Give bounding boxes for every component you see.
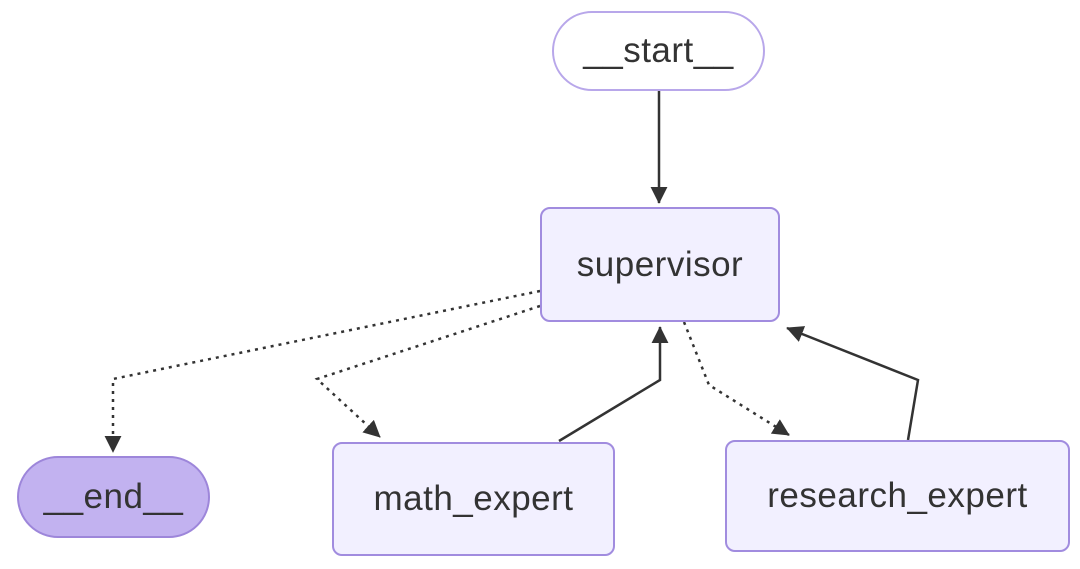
node-supervisor-label: supervisor [576,244,744,284]
node-research-expert-label: research_expert [767,476,1028,515]
node-math-expert-label: math_expert [373,479,574,518]
edge-supervisor-to-math-expert [314,304,541,438]
node-start-label: __start__ [583,31,734,70]
node-math-expert: math_expert [332,442,615,556]
node-research-expert: research_expert [725,440,1070,552]
node-start: __start__ [552,11,765,91]
edge-supervisor-to-end [104,289,541,453]
node-end-label: __end__ [43,477,184,516]
edge-supervisor-to-research-expert [682,321,790,437]
node-supervisor: supervisor [540,207,780,322]
edge-math-expert-to-supervisor [558,326,669,443]
edge-research-expert-to-supervisor [786,326,920,441]
node-end: __end__ [17,456,210,538]
